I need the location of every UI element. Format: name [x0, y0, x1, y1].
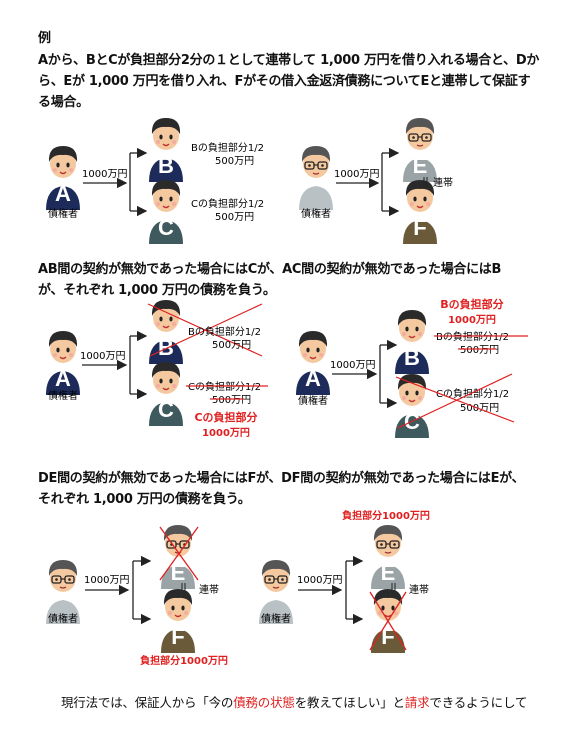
intro-line-2: ら、Eが 1,000 万円を借り入れ、Fがその借入金返済債務についてEと連帯して… [38, 74, 531, 89]
svg-text:連帯: 連帯 [433, 176, 453, 189]
svg-text:C: C [158, 397, 174, 422]
section2-line-1: AB間の契約が無効であった場合にはCが、AC間の契約が無効であった場合にはB [38, 262, 502, 277]
svg-text:債権者: 債権者 [48, 389, 78, 402]
svg-text:E: E [413, 153, 428, 178]
section2-line-2: が、それぞれ 1,000 万円の債務を負う。 [38, 283, 276, 298]
svg-text:1000万円: 1000万円 [82, 169, 127, 180]
svg-text:500万円: 500万円 [212, 340, 251, 351]
section3-line-2: それぞれ 1,000 万円の債務を負う。 [38, 492, 251, 507]
svg-text:連帯: 連帯 [409, 583, 429, 596]
svg-text:C: C [158, 215, 174, 240]
footer-part-3: を教えてほしい」と [294, 695, 405, 710]
diagram-1: A 債権者 1000万円 B C Bの負担部分1/2 500万円 Cの負担部分1… [45, 117, 264, 245]
footer-part-5: できるようにして [429, 695, 528, 710]
svg-text:500万円: 500万円 [215, 156, 254, 167]
svg-text:A: A [305, 366, 321, 391]
svg-text:1000万円: 1000万円 [80, 351, 125, 362]
svg-text:B: B [158, 153, 174, 178]
svg-text:負担部分1000万円: 負担部分1000万円 [140, 654, 228, 667]
intro-line-3: る場合。 [38, 95, 89, 110]
svg-text:E: E [171, 560, 186, 585]
letter-a: A [55, 181, 71, 206]
svg-text:F: F [413, 215, 426, 240]
svg-text:A: A [55, 366, 71, 391]
svg-text:F: F [171, 624, 184, 649]
svg-text:500万円: 500万円 [212, 395, 251, 406]
svg-text:負担部分1000万円: 負担部分1000万円 [342, 509, 430, 522]
diagram-2: 債権者 1000万円 E F 連帯 [298, 117, 453, 245]
svg-text:500万円: 500万円 [460, 345, 499, 356]
creditor-label-1: 債権者 [48, 207, 78, 220]
diagram-6: 債権者 1000万円 負担部分1000万円 E 連帯 F [258, 509, 430, 654]
footer-debt-status: 債務の状態 [233, 695, 295, 710]
svg-text:1000万円: 1000万円 [334, 169, 379, 180]
footer-part-1: 現行法では、保証人から「今の [61, 695, 234, 710]
svg-text:1000万円: 1000万円 [330, 360, 375, 371]
footer-request: 請求 [404, 695, 430, 710]
footer-sentence: 現行法では、保証人から「今の債務の状態を教えてほしい」と請求できるようにして [61, 692, 527, 711]
example-label: 例 [38, 31, 51, 46]
svg-text:Cの負担部分1/2: Cの負担部分1/2 [436, 387, 509, 400]
svg-text:Cの負担部分1/2: Cの負担部分1/2 [191, 197, 264, 210]
svg-text:B: B [158, 335, 174, 360]
svg-text:B: B [404, 345, 420, 370]
svg-text:Bの負担部分1/2: Bの負担部分1/2 [188, 325, 261, 338]
svg-text:E: E [381, 560, 396, 585]
diagram-4: A 債権者 1000万円 Bの負担部分 1000万円 B Bの負担部分1/2 5… [295, 297, 528, 439]
svg-text:500万円: 500万円 [215, 212, 254, 223]
svg-text:1000万円: 1000万円 [202, 427, 250, 439]
svg-text:F: F [381, 624, 394, 649]
svg-text:債権者: 債権者 [301, 207, 331, 220]
svg-text:連帯: 連帯 [199, 583, 219, 596]
person-d-icon [298, 145, 334, 211]
svg-text:1000万円: 1000万円 [297, 575, 342, 586]
svg-text:1000万円: 1000万円 [448, 314, 496, 326]
diagram-3: A 債権者 1000万円 B C Bの負担部分1/2 500万円 Cの負担部分 1… [45, 299, 268, 439]
svg-text:Bの負担部分1/2: Bの負担部分1/2 [191, 141, 264, 154]
svg-text:Cの負担部分: Cの負担部分 [194, 410, 257, 424]
svg-text:債権者: 債権者 [298, 394, 328, 407]
svg-text:1000万円: 1000万円 [84, 575, 129, 586]
svg-text:債権者: 債権者 [48, 612, 78, 625]
section3-line-1: DE間の契約が無効であった場合にはFが、DF間の契約が無効であった場合にはEが、 [38, 471, 525, 486]
svg-text:債権者: 債権者 [261, 612, 291, 625]
svg-text:Bの負担部分: Bの負担部分 [440, 297, 503, 311]
intro-line-1: Aから、BとCが負担部分2分の１として連帯して 1,000 万円を借り入れる場合… [38, 53, 540, 68]
diagram-5: 債権者 1000万円 E 連帯 F 負担部分1000万円 [45, 524, 228, 667]
